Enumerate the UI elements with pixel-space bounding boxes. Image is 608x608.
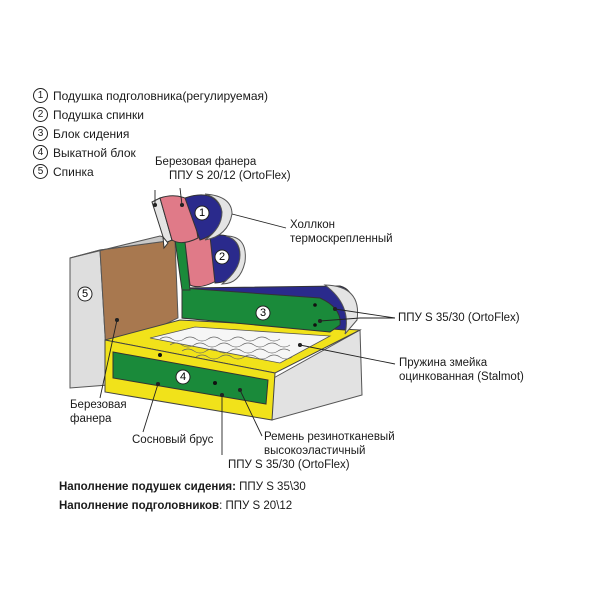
callout-pine-bar: Сосновый брус [132, 434, 214, 446]
note-label: Наполнение подушек сидения: [59, 481, 236, 493]
legend-number: 2 [33, 107, 48, 122]
note-label: Наполнение подголовников [59, 500, 220, 512]
note-headrest-filling: Наполнение подголовников: ППУ S 20\12 [59, 500, 292, 512]
callout-birch-plywood-bottom: Березовая фанера [70, 398, 127, 426]
svg-text:3: 3 [260, 307, 266, 319]
callout-belt: Ремень резинотканевый высокоэластичный [264, 430, 395, 458]
legend-item-4: 4 Выкатной блок [33, 143, 268, 162]
seat-block-hollcon [323, 284, 359, 335]
callout-line: ППУ S 20/12 (OrtoFlex) [169, 170, 291, 182]
pullout-green [112, 351, 269, 405]
legend-label: Подушка спинки [53, 107, 144, 122]
legend-label: Блок сидения [53, 126, 130, 141]
svg-text:1: 1 [199, 207, 205, 219]
legend-item-5: 5 Спинка [33, 162, 268, 181]
legend-number: 4 [33, 145, 48, 160]
leader-lines [99, 187, 396, 455]
svg-text:2: 2 [219, 251, 225, 263]
callout-line: Березовая [70, 399, 127, 411]
number-marker-5: 5 [77, 286, 93, 302]
legend-item-1: 1 Подушка подголовника(регулируемая) [33, 86, 268, 105]
legend-number: 5 [33, 164, 48, 179]
note-seat-filling: Наполнение подушек сидения: ППУ S 35\30 [59, 481, 306, 493]
back-cushion-hollcon [220, 235, 246, 285]
number-marker-2: 2 [214, 249, 230, 265]
headrest-hollcon [204, 193, 233, 241]
callout-line: Холлкон [290, 219, 336, 231]
callout-spring: Пружина змейка оцинкованная (Stalmot) [399, 356, 524, 384]
callout-line: Березовая фанера [155, 156, 257, 168]
callout-ppu-3530-right: ППУ S 35/30 (OrtoFlex) [398, 312, 520, 324]
pullout-dots [158, 353, 217, 385]
legend-label: Выкатной блок [53, 145, 136, 160]
seat-block-dots [313, 303, 317, 327]
svg-text:4: 4 [180, 371, 186, 383]
legend-number: 1 [33, 88, 48, 103]
callout-line: высокоэластичный [264, 445, 366, 457]
callout-ppu-3530-bottom: ППУ S 35/30 (OrtoFlex) [228, 459, 350, 471]
legend-number: 3 [33, 126, 48, 141]
svg-text:5: 5 [82, 288, 88, 300]
spring-coils [159, 336, 293, 360]
note-value: ППУ S 35\30 [239, 481, 306, 493]
legend: 1 Подушка подголовника(регулируемая) 2 П… [33, 86, 268, 181]
callout-line: Ремень резинотканевый [264, 431, 395, 443]
legend-label: Подушка подголовника(регулируемая) [53, 88, 268, 103]
headrest-hinge [162, 235, 169, 250]
note-value: : ППУ S 20\12 [219, 500, 293, 512]
callout-birch-plywood-top: Березовая фанера ППУ S 20/12 (OrtoFlex) [155, 155, 291, 183]
callout-line: фанера [70, 413, 112, 425]
number-marker-4: 4 [175, 369, 191, 385]
number-marker-3: 3 [255, 305, 271, 321]
legend-label: Спинка [53, 164, 94, 179]
legend-item-3: 3 Блок сидения [33, 124, 268, 143]
spring-area [149, 326, 332, 364]
callout-hollcon: Холлкон термоскрепленный [290, 218, 393, 246]
number-marker-1: 1 [194, 205, 210, 221]
callout-line: оцинкованная (Stalmot) [399, 371, 524, 383]
legend-item-2: 2 Подушка спинки [33, 105, 268, 124]
callout-line: Пружина змейка [399, 357, 488, 369]
callout-line: термоскрепленный [290, 233, 393, 245]
